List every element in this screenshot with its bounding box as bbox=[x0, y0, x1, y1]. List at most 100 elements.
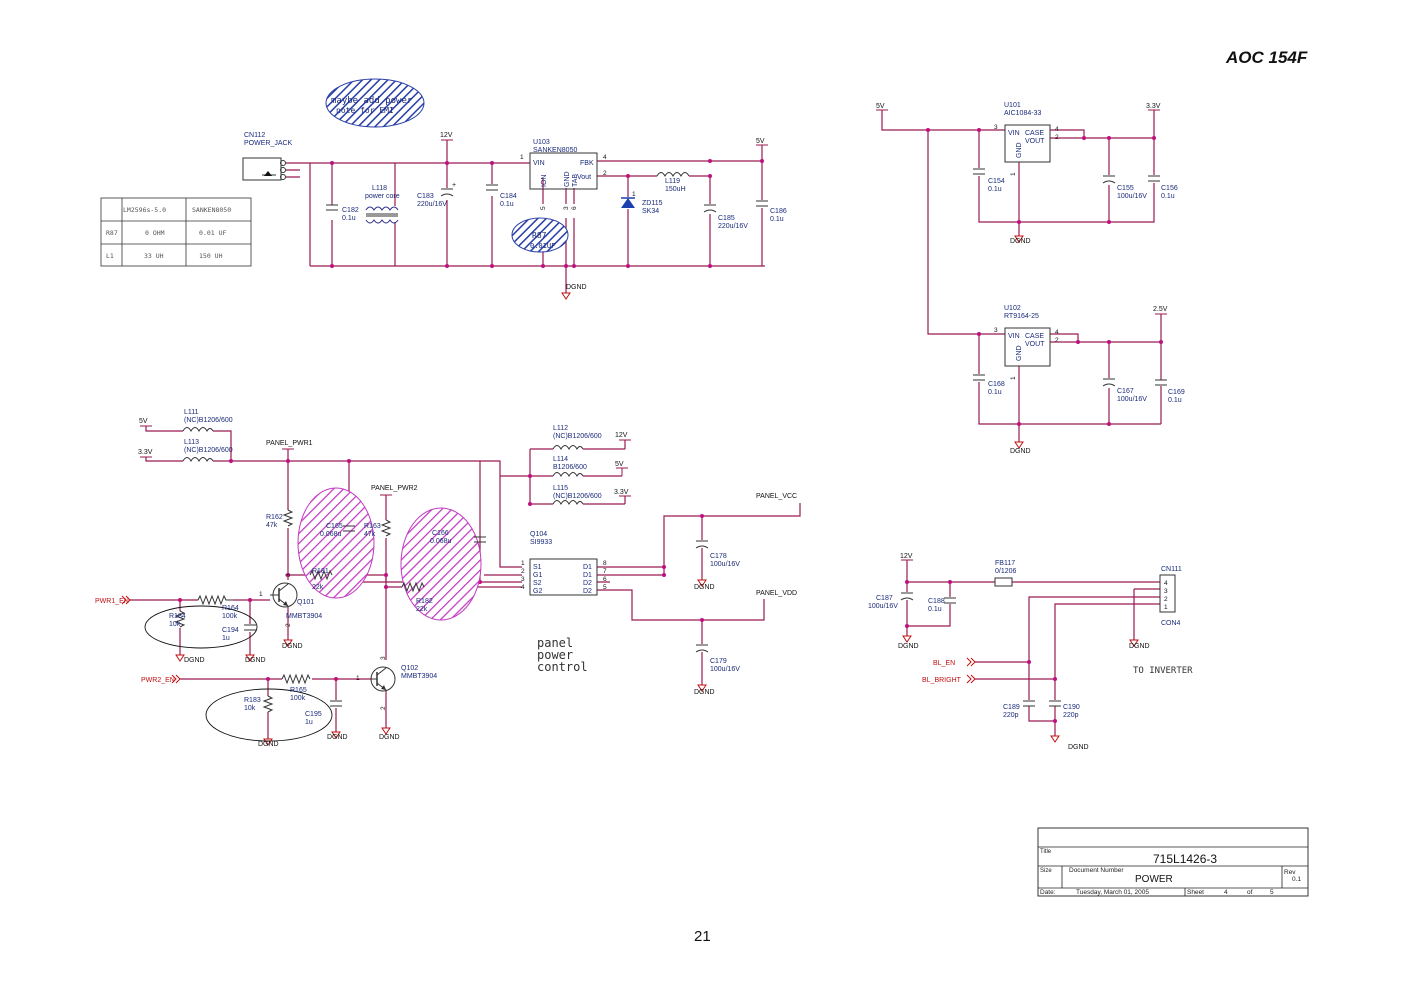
svg-text:4: 4 bbox=[521, 584, 525, 591]
svg-text:100k: 100k bbox=[222, 613, 238, 620]
capacitor-c182: C182 0.1u bbox=[326, 204, 359, 222]
capacitor-c155: C155 100u/16V bbox=[1102, 175, 1147, 200]
transistor-q102: 1 3 2 Q102 MMBT3904 DGND bbox=[356, 656, 437, 741]
date-value: Tuesday, March 01, 2005 bbox=[1076, 889, 1149, 896]
svg-text:R181: R181 bbox=[312, 568, 329, 575]
note-emi: note for EMI bbox=[336, 106, 394, 115]
svg-text:PWR1_EN: PWR1_EN bbox=[95, 598, 129, 605]
svg-text:RT9164-25: RT9164-25 bbox=[1004, 313, 1039, 320]
svg-text:R164: R164 bbox=[222, 605, 239, 612]
svg-text:PWR2_EN: PWR2_EN bbox=[141, 677, 175, 684]
svg-text:5V: 5V bbox=[615, 461, 624, 468]
resistor-r164: R164 100k bbox=[197, 594, 239, 620]
svg-text:(NC)B1206/600: (NC)B1206/600 bbox=[553, 493, 602, 500]
svg-text:5: 5 bbox=[540, 206, 547, 210]
regulator-u101: U101 AIC1084-33 VIN CASE VOUT GND 3 4 2 … bbox=[994, 102, 1059, 176]
note-panel-line2: power bbox=[537, 648, 573, 662]
sheet-label: Sheet bbox=[1187, 889, 1204, 896]
capacitor-c166: C166 0.068u bbox=[430, 530, 486, 545]
svg-text:D2: D2 bbox=[583, 588, 592, 595]
svg-text:3.3V: 3.3V bbox=[1146, 103, 1161, 110]
svg-text:0.1u: 0.1u bbox=[988, 389, 1002, 396]
svg-text:CASE: CASE bbox=[1025, 130, 1044, 137]
svg-text:1: 1 bbox=[632, 191, 636, 198]
svg-text:0.1u: 0.1u bbox=[1161, 193, 1175, 200]
svg-text:Q101: Q101 bbox=[297, 599, 314, 606]
svg-text:L114: L114 bbox=[553, 456, 568, 463]
net-12v-inv: 12V bbox=[900, 553, 913, 561]
svg-text:C155: C155 bbox=[1117, 185, 1134, 192]
capacitor-c185: C185 220u/16V bbox=[703, 204, 748, 230]
ferrite-fb117: FB117 0/1206 bbox=[994, 560, 1017, 587]
svg-text:MMBT3904: MMBT3904 bbox=[401, 673, 437, 680]
svg-text:0.1u: 0.1u bbox=[342, 215, 356, 222]
bom-h1: LM2596s-5.0 bbox=[123, 206, 166, 214]
svg-text:TAB: TAB bbox=[572, 174, 579, 187]
hatch-area-c165 bbox=[297, 487, 375, 599]
date-label: Date: bbox=[1040, 889, 1056, 896]
regulator-u102: U102 RT9164-25 VIN CASE VOUT GND 3 4 2 1 bbox=[994, 305, 1059, 380]
svg-text:22k: 22k bbox=[312, 584, 324, 591]
svg-text:C183: C183 bbox=[417, 193, 434, 200]
svg-text:G1: G1 bbox=[533, 572, 542, 579]
mosfet-q104: Q104 SI9933 S1 G1 S2 G2 D1 D1 D2 D2 1 2 … bbox=[521, 531, 607, 596]
ground-c190: DGND bbox=[1050, 735, 1089, 751]
svg-text:U102: U102 bbox=[1004, 305, 1021, 312]
capacitor-c189: C189 220p bbox=[1003, 700, 1035, 719]
svg-text:C188: C188 bbox=[928, 598, 945, 605]
svg-text:10k: 10k bbox=[169, 621, 181, 628]
svg-text:POWER_JACK: POWER_JACK bbox=[244, 140, 293, 147]
svg-text:BL_EN: BL_EN bbox=[933, 660, 955, 667]
svg-text:100u/16V: 100u/16V bbox=[868, 603, 898, 610]
svg-text:C178: C178 bbox=[710, 553, 727, 560]
capacitor-c184: C184 0.1u bbox=[486, 184, 517, 208]
svg-text:FB117: FB117 bbox=[995, 560, 1015, 567]
svg-text:5V: 5V bbox=[756, 138, 765, 145]
ground-c194: DGND bbox=[245, 654, 266, 664]
title-value: 715L1426-3 bbox=[1153, 852, 1217, 866]
svg-text:0.068u: 0.068u bbox=[430, 538, 452, 545]
net-5v-mid2: 5V bbox=[615, 461, 628, 476]
note-to-inverter: TO INVERTER bbox=[1133, 666, 1193, 676]
ground-c195: DGND bbox=[327, 731, 348, 741]
brand-title: AOC 154F bbox=[1226, 48, 1308, 67]
rev-value: 0.1 bbox=[1292, 876, 1301, 883]
svg-text:3: 3 bbox=[521, 576, 525, 583]
docnum-value: POWER bbox=[1135, 874, 1173, 885]
svg-text:C185: C185 bbox=[718, 215, 735, 222]
svg-text:DGND: DGND bbox=[282, 643, 303, 650]
svg-text:3: 3 bbox=[563, 206, 570, 210]
svg-text:220u/16V: 220u/16V bbox=[417, 201, 447, 208]
svg-text:220p: 220p bbox=[1063, 712, 1079, 719]
svg-text:2.5V: 2.5V bbox=[1153, 306, 1168, 313]
svg-text:DGND: DGND bbox=[258, 741, 279, 748]
bom-r1c2: 0.01 UF bbox=[199, 229, 226, 237]
resistor-r181: R181 22k bbox=[309, 568, 333, 591]
bom-r1c1: 0 OHM bbox=[145, 229, 165, 237]
resistor-r162: R162 47k bbox=[266, 509, 294, 529]
svg-text:C167: C167 bbox=[1117, 388, 1134, 395]
svg-text:6: 6 bbox=[603, 576, 607, 583]
svg-text:12V: 12V bbox=[900, 553, 913, 560]
svg-text:1: 1 bbox=[521, 560, 525, 567]
note-panel-line1: panel bbox=[537, 636, 573, 650]
svg-text:CASE: CASE bbox=[1025, 333, 1044, 340]
size-label: Size bbox=[1040, 868, 1052, 874]
svg-text:C189: C189 bbox=[1003, 704, 1020, 711]
page-number: 21 bbox=[694, 928, 711, 945]
svg-text:MMBT3904: MMBT3904 bbox=[286, 613, 322, 620]
capacitor-c167: C167 100u/16V bbox=[1102, 378, 1147, 403]
resistor-r183: R183 10k bbox=[244, 695, 274, 713]
resistor-r163: R163 47k bbox=[364, 519, 392, 538]
capacitor-c168: C168 0.1u bbox=[973, 374, 1005, 396]
svg-text:CN111: CN111 bbox=[1161, 566, 1182, 573]
svg-text:3: 3 bbox=[994, 124, 998, 131]
svg-text:DGND: DGND bbox=[1129, 643, 1150, 650]
svg-text:1u: 1u bbox=[305, 719, 313, 726]
svg-text:4: 4 bbox=[1164, 580, 1168, 587]
svg-text:C154: C154 bbox=[988, 178, 1005, 185]
svg-text:U103: U103 bbox=[533, 139, 550, 146]
section-inverter: 12V C187 100u/16V DGND C188 0.1u bbox=[868, 553, 1193, 751]
svg-text:0/1206: 0/1206 bbox=[995, 568, 1017, 575]
